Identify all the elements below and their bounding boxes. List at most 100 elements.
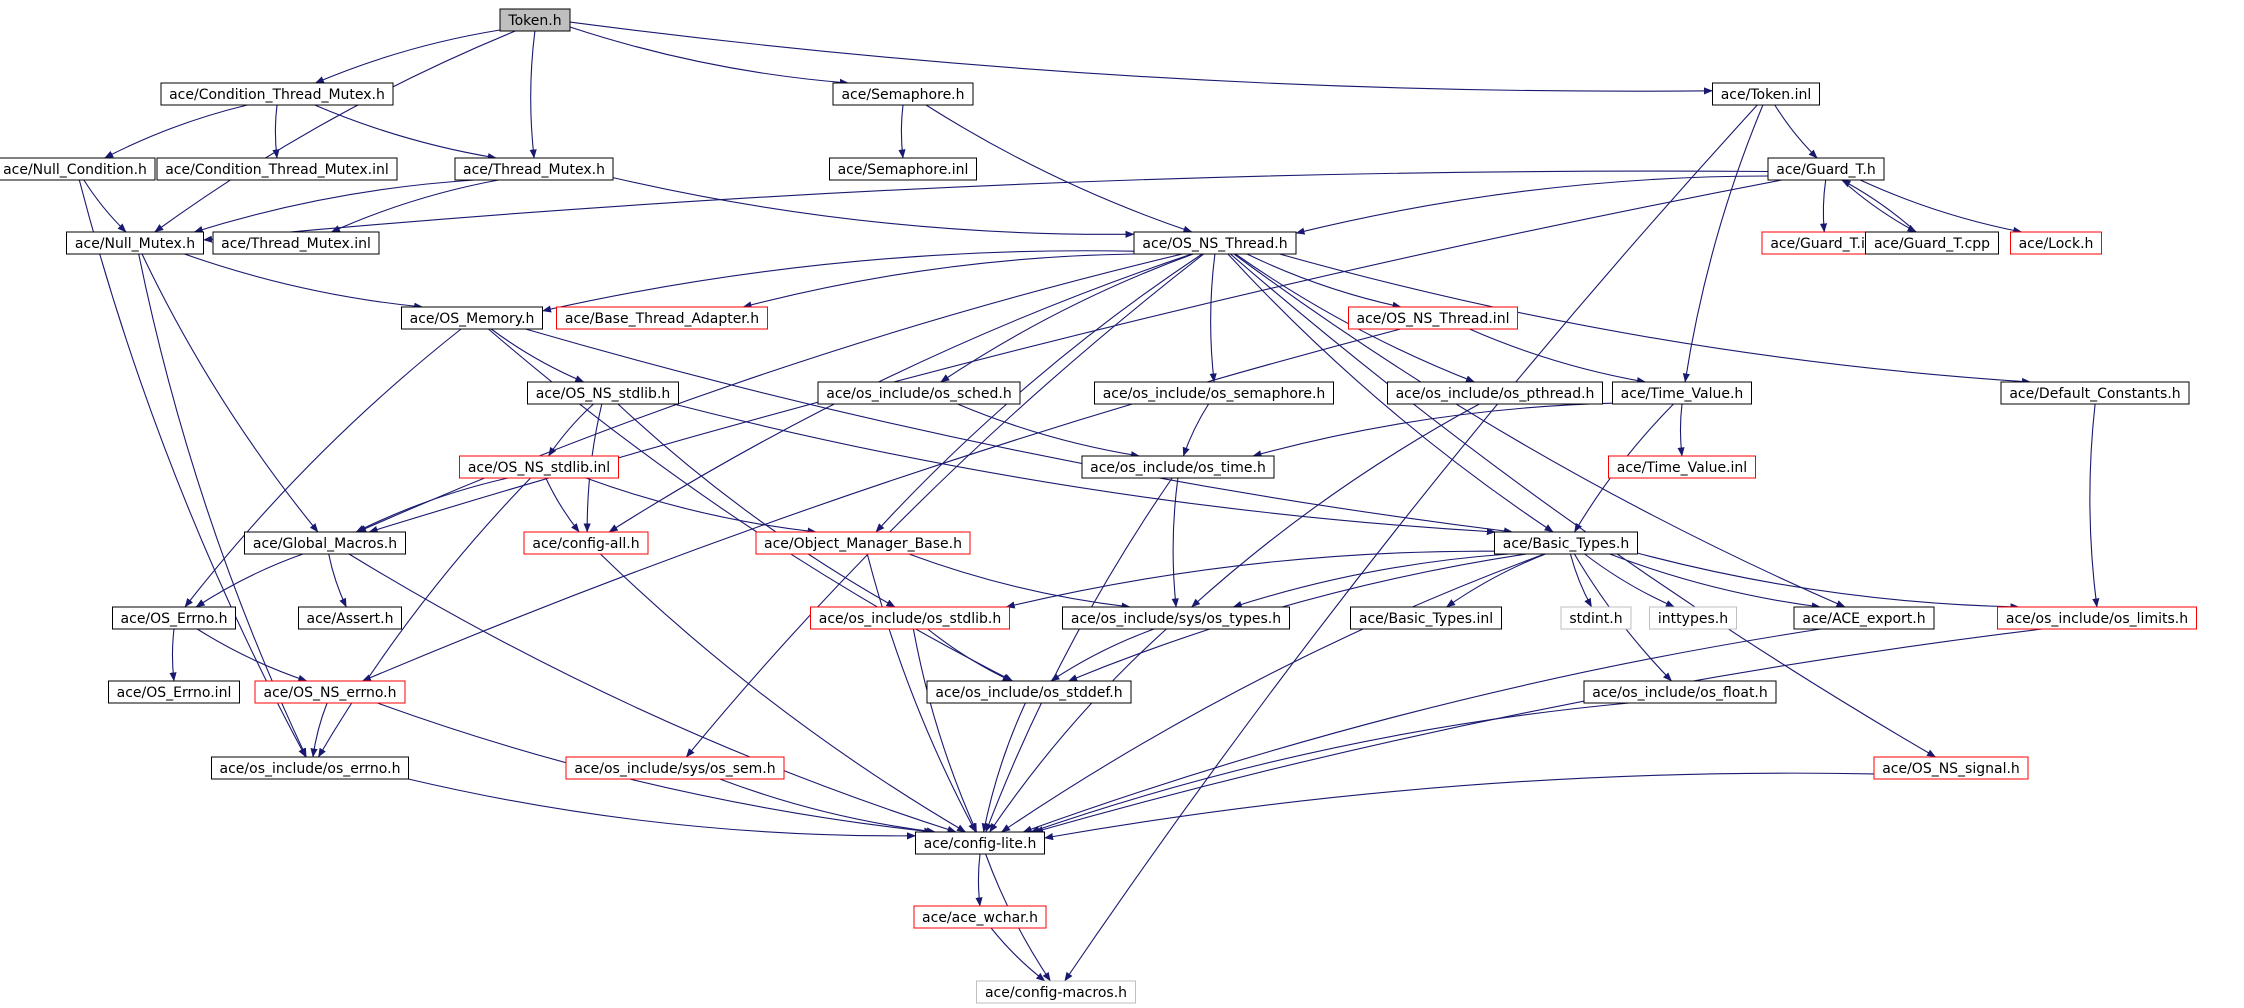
node-ace-config-lite-h[interactable]: ace/config-lite.h xyxy=(915,831,1045,855)
node-box xyxy=(459,455,619,479)
edge-ace-os-memory-h--ace-basic-types-h xyxy=(525,328,1513,535)
node-ace-base-thread-adapter-h[interactable]: ace/Base_Thread_Adapter.h xyxy=(556,306,768,330)
node-label: ace/os_include/os_stdlib.h xyxy=(819,611,1001,627)
edge-ace-os-ns-thread-h--ace-base-thread-adapter-h xyxy=(742,253,1135,309)
node-box xyxy=(1062,606,1290,630)
node-box xyxy=(1560,606,1632,630)
node-ace-default-constants-h[interactable]: ace/Default_Constants.h xyxy=(2000,381,2190,405)
node-label: ace/Guard_T.h xyxy=(1776,162,1876,178)
node-ace-assert-h[interactable]: ace/Assert.h xyxy=(298,606,402,630)
edge-ace-default-constants-h--ace-os-include-os-limits-h xyxy=(2089,403,2100,608)
node-ace-os-memory-h[interactable]: ace/OS_Memory.h xyxy=(401,306,543,330)
node-box xyxy=(1583,680,1777,704)
edge-ace-os-errno-h--ace-os-ns-errno-h xyxy=(196,628,308,682)
node-ace-ace-export-h[interactable]: ace/ACE_export.h xyxy=(1793,606,1935,630)
node-ace-os-include-os-semaphore-h[interactable]: ace/os_include/os_semaphore.h xyxy=(1094,381,1334,405)
node-label: ace/Default_Constants.h xyxy=(2009,386,2180,402)
node-label: ace/OS_Errno.inl xyxy=(117,685,232,701)
edge-ace-os-include-os-stddef-h--ace-config-lite-h xyxy=(981,702,1026,833)
node-label: ace/Time_Value.inl xyxy=(1617,460,1747,476)
node-box xyxy=(1081,455,1275,479)
node-ace-token-inl[interactable]: ace/Token.inl xyxy=(1712,82,1820,106)
edge-ace-os-ns-thread-h--ace-os-include-sys-os-sem-h xyxy=(685,253,1205,758)
node-ace-os-include-sys-os-types-h[interactable]: ace/os_include/sys/os_types.h xyxy=(1062,606,1290,630)
node-ace-semaphore-h[interactable]: ace/Semaphore.h xyxy=(832,82,974,106)
node-ace-os-ns-stdlib-inl[interactable]: ace/OS_NS_stdlib.inl xyxy=(459,455,619,479)
node-box xyxy=(556,306,768,330)
node-ace-thread-mutex-inl[interactable]: ace/Thread_Mutex.inl xyxy=(212,231,380,255)
node-ace-condition-thread-mutex-inl[interactable]: ace/Condition_Thread_Mutex.inl xyxy=(156,157,398,181)
edge-ace-semaphore-h--ace-semaphore-inl xyxy=(898,104,906,159)
node-ace-os-errno-h[interactable]: ace/OS_Errno.h xyxy=(112,606,236,630)
node-ace-os-ns-stdlib-h[interactable]: ace/OS_NS_stdlib.h xyxy=(527,381,679,405)
node-label: ace/os_include/os_sched.h xyxy=(826,386,1011,402)
node-label: ace/OS_NS_errno.h xyxy=(263,685,396,701)
node-box xyxy=(211,756,409,780)
edge-ace-os-include-sys-os-types-h--ace-config-lite-h xyxy=(989,628,1167,833)
node-ace-os-include-os-stdlib-h[interactable]: ace/os_include/os_stdlib.h xyxy=(810,606,1010,630)
node-box xyxy=(66,231,204,255)
node-inttypes-h[interactable]: inttypes.h xyxy=(1649,606,1737,630)
node-ace-guard-t-cpp[interactable]: ace/Guard_T.cpp xyxy=(1865,231,1999,255)
node-label: ace/ace_wchar.h xyxy=(922,910,1038,926)
edge-ace-os-ns-stdlib-inl--ace-object-manager-base-h xyxy=(585,477,817,535)
node-ace-config-macros-h[interactable]: ace/config-macros.h xyxy=(976,980,1136,1004)
node-box xyxy=(2010,231,2102,255)
node-ace-basic-types-inl[interactable]: ace/Basic_Types.inl xyxy=(1350,606,1502,630)
node-stdint-h[interactable]: stdint.h xyxy=(1560,606,1632,630)
node-ace-global-macros-h[interactable]: ace/Global_Macros.h xyxy=(244,531,406,555)
edge-ace-null-condition-h--ace-null-mutex-h xyxy=(83,179,127,233)
edge-ace-os-include-os-limits-h--ace-config-lite-h xyxy=(1034,628,2043,834)
node-ace-lock-h[interactable]: ace/Lock.h xyxy=(2010,231,2102,255)
edge-ace-basic-types-h--ace-os-include-os-stdlib-h xyxy=(1005,550,1495,609)
edge-ace-os-include-os-errno-h--ace-config-lite-h xyxy=(408,778,916,840)
node-ace-ace-wchar-h[interactable]: ace/ace_wchar.h xyxy=(913,905,1047,929)
edge-ace-os-ns-stdlib-inl--ace-config-all-h xyxy=(545,477,580,533)
edge-ace-os-include-os-time-h--ace-os-include-sys-os-types-h xyxy=(1171,477,1179,608)
node-ace-os-include-os-pthread-h[interactable]: ace/os_include/os_pthread.h xyxy=(1387,381,1603,405)
node-ace-os-include-os-limits-h[interactable]: ace/os_include/os_limits.h xyxy=(1997,606,2197,630)
node-ace-os-ns-thread-inl[interactable]: ace/OS_NS_Thread.inl xyxy=(1348,306,1518,330)
node-label: ace/os_include/os_pthread.h xyxy=(1396,386,1595,402)
edge-ace-os-include-os-stdlib-h--ace-os-include-os-stddef-h xyxy=(927,628,1012,682)
node-ace-guard-t-inl[interactable]: ace/Guard_T.inl xyxy=(1761,231,1887,255)
node-ace-null-condition-h[interactable]: ace/Null_Condition.h xyxy=(0,157,156,181)
node-ace-os-errno-inl[interactable]: ace/OS_Errno.inl xyxy=(108,680,240,704)
node-label: ace/OS_NS_Thread.inl xyxy=(1357,311,1510,327)
node-ace-os-ns-thread-h[interactable]: ace/OS_NS_Thread.h xyxy=(1133,231,1297,255)
node-ace-config-all-h[interactable]: ace/config-all.h xyxy=(523,531,649,555)
node-box xyxy=(156,157,398,181)
node-ace-os-include-os-stddef-h[interactable]: ace/os_include/os_stddef.h xyxy=(926,680,1132,704)
node-ace-os-include-os-float-h[interactable]: ace/os_include/os_float.h xyxy=(1583,680,1777,704)
node-ace-os-include-os-sched-h[interactable]: ace/os_include/os_sched.h xyxy=(817,381,1021,405)
node-box xyxy=(1793,606,1935,630)
node-ace-guard-t-h[interactable]: ace/Guard_T.h xyxy=(1767,157,1885,181)
node-ace-time-value-h[interactable]: ace/Time_Value.h xyxy=(1612,381,1752,405)
node-box xyxy=(810,606,1010,630)
node-box xyxy=(108,680,240,704)
node-ace-condition-thread-mutex-h[interactable]: ace/Condition_Thread_Mutex.h xyxy=(160,82,394,106)
node-ace-semaphore-inl[interactable]: ace/Semaphore.inl xyxy=(829,157,977,181)
node-label: ace/Basic_Types.h xyxy=(1503,536,1629,552)
node-label: inttypes.h xyxy=(1658,611,1728,627)
node-ace-object-manager-base-h[interactable]: ace/Object_Manager_Base.h xyxy=(755,531,971,555)
node-label: ace/Null_Mutex.h xyxy=(75,236,195,252)
node-label: ace/Object_Manager_Base.h xyxy=(764,536,962,552)
edge-ace-os-ns-thread-h--ace-os-include-os-sched-h xyxy=(940,253,1194,383)
node-ace-time-value-inl[interactable]: ace/Time_Value.inl xyxy=(1608,455,1756,479)
node-ace-null-mutex-h[interactable]: ace/Null_Mutex.h xyxy=(66,231,204,255)
node-label: ace/ACE_export.h xyxy=(1802,611,1925,627)
node-ace-os-include-os-time-h[interactable]: ace/os_include/os_time.h xyxy=(1081,455,1275,479)
node-label: ace/os_include/os_time.h xyxy=(1090,460,1266,476)
node-ace-os-ns-errno-h[interactable]: ace/OS_NS_errno.h xyxy=(254,680,406,704)
node-token-h[interactable]: Token.h xyxy=(499,8,571,32)
node-ace-os-include-os-errno-h[interactable]: ace/os_include/os_errno.h xyxy=(211,756,409,780)
node-box xyxy=(913,905,1047,929)
node-box xyxy=(1612,381,1752,405)
node-ace-os-ns-signal-h[interactable]: ace/OS_NS_signal.h xyxy=(1873,756,2029,780)
node-ace-os-include-sys-os-sem-h[interactable]: ace/os_include/sys/os_sem.h xyxy=(565,756,785,780)
node-ace-thread-mutex-h[interactable]: ace/Thread_Mutex.h xyxy=(454,157,614,181)
node-ace-basic-types-h[interactable]: ace/Basic_Types.h xyxy=(1494,531,1638,555)
node-box xyxy=(2000,381,2190,405)
